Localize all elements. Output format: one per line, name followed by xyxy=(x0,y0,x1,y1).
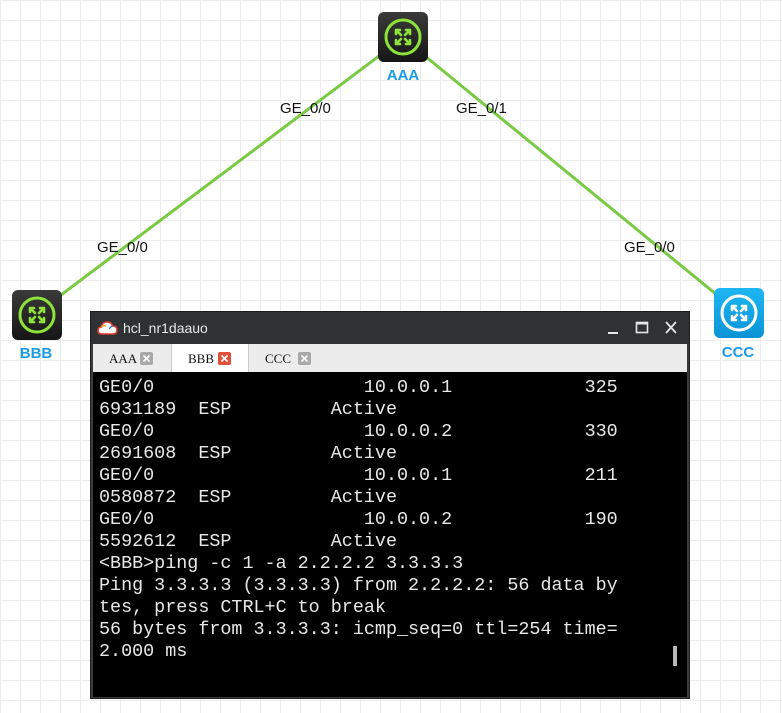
window-title: hcl_nr1daauo xyxy=(123,320,208,336)
router-icon xyxy=(384,18,422,56)
minimize-icon xyxy=(608,332,618,334)
terminal-line: Ping 3.3.3.3 (3.3.3.3) from 2.2.2.2: 56 … xyxy=(99,575,618,596)
device-label-bbb: BBB xyxy=(19,345,53,362)
router-icon xyxy=(720,294,758,332)
link-aaa-ccc[interactable] xyxy=(402,36,740,315)
terminal-line: 2691608 ESP Active xyxy=(99,443,397,464)
port-label-aaa-ge0-1: GE_0/1 xyxy=(456,100,507,117)
terminal-line: tes, press CTRL+C to break xyxy=(99,597,386,618)
terminal-lines: GE0/0 10.0.0.1 325 6931189 ESP Active GE… xyxy=(99,377,664,663)
terminal-line: GE0/0 10.0.0.1 211 xyxy=(99,465,618,486)
terminal-line: GE0/0 10.0.0.2 330 xyxy=(99,421,618,442)
terminal-line: GE0/0 10.0.0.1 325 xyxy=(99,377,618,398)
tab-label: AAA xyxy=(109,351,138,366)
router-icon xyxy=(18,296,56,334)
device-ccc[interactable] xyxy=(714,288,764,338)
tab-aaa[interactable]: AAA xyxy=(93,344,171,372)
terminal-line: 2.000 ms xyxy=(99,641,188,662)
maximize-icon xyxy=(635,321,649,334)
close-button[interactable] xyxy=(659,317,683,339)
device-bbb[interactable] xyxy=(12,290,62,340)
terminal-line: <BBB>ping -c 1 -a 2.2.2.2 3.3.3.3 xyxy=(99,553,464,574)
minimize-button[interactable] xyxy=(601,317,625,339)
terminal-window: hcl_nr1daauo AAA BBB xyxy=(90,311,690,699)
tab-close-icon[interactable] xyxy=(218,352,231,365)
port-label-bbb-ge0-0: GE_0/0 xyxy=(97,239,148,256)
cloud-icon xyxy=(97,321,118,335)
terminal-line: 6931189 ESP Active xyxy=(99,399,397,420)
terminal-line: 0580872 ESP Active xyxy=(99,487,397,508)
terminal-titlebar[interactable]: hcl_nr1daauo xyxy=(91,312,689,344)
terminal-line: 5592612 ESP Active xyxy=(99,531,397,552)
device-label-ccc: CCC xyxy=(721,344,755,361)
tab-bbb[interactable]: BBB xyxy=(171,344,249,372)
device-label-aaa: AAA xyxy=(386,67,420,84)
port-label-aaa-ge0-0: GE_0/0 xyxy=(280,100,331,117)
close-icon xyxy=(665,321,677,334)
tab-close-icon[interactable] xyxy=(140,352,153,365)
tab-ccc[interactable]: CCC xyxy=(249,344,329,372)
tab-close-icon[interactable] xyxy=(298,352,311,365)
terminal-scrollbar[interactable] xyxy=(673,646,677,666)
tab-bar: AAA BBB CCC xyxy=(93,344,687,372)
maximize-button[interactable] xyxy=(630,317,654,339)
device-aaa[interactable] xyxy=(378,12,428,62)
tab-label: CCC xyxy=(265,351,292,366)
terminal-line: 56 bytes from 3.3.3.3: icmp_seq=0 ttl=25… xyxy=(99,619,618,640)
tab-label: BBB xyxy=(188,351,215,366)
port-label-ccc-ge0-0: GE_0/0 xyxy=(624,239,675,256)
link-aaa-bbb[interactable] xyxy=(36,36,404,315)
terminal-line: GE0/0 10.0.0.2 190 xyxy=(99,509,618,530)
terminal-output[interactable]: GE0/0 10.0.0.1 325 6931189 ESP Active GE… xyxy=(93,372,687,697)
